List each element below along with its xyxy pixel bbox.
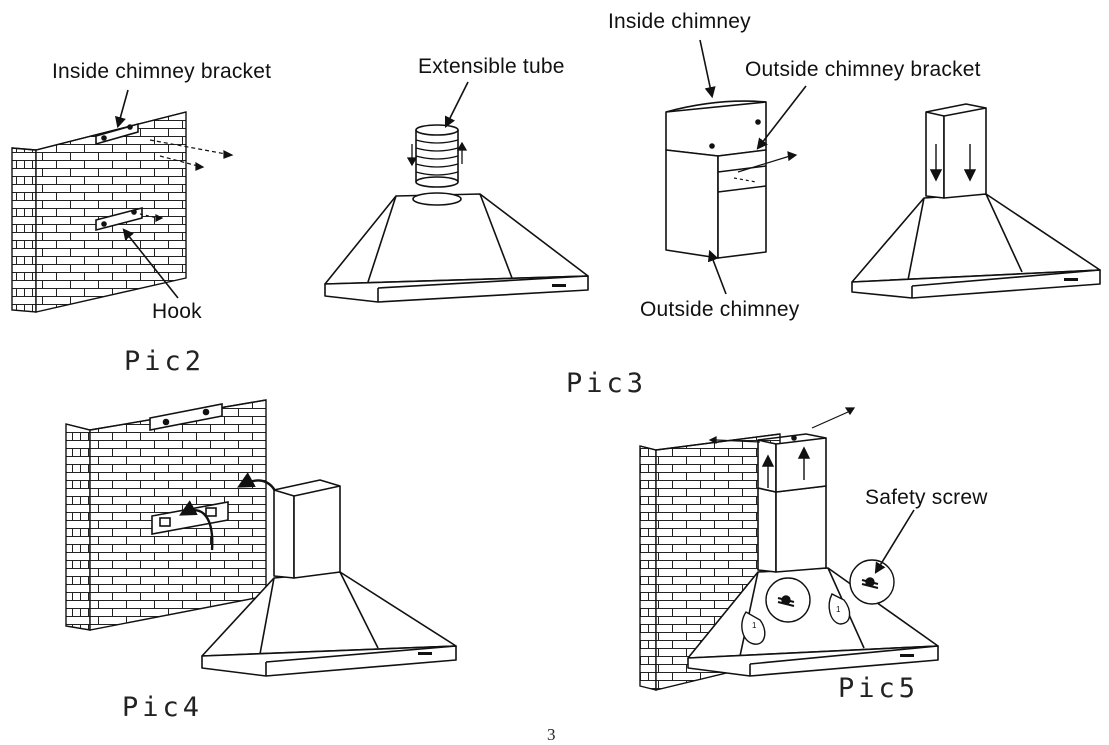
pic2-screws [139, 139, 234, 222]
label-outside-chimney-bracket: Outside chimney bracket [745, 58, 981, 81]
pic3-assembled-hood [851, 103, 1101, 299]
label-outside-chimney: Outside chimney [640, 298, 800, 321]
pic2-leaders [115, 89, 179, 299]
svg-text:1: 1 [836, 605, 841, 614]
pic3-tube-arrows [406, 141, 468, 167]
pic2-inside-chimney-bracket [95, 122, 139, 146]
pic4-hood [201, 479, 457, 677]
caption-pic3: Pic3 [566, 368, 648, 399]
pic3-down-arrows [929, 144, 977, 182]
pic3-bracket-screws [733, 151, 798, 183]
label-inside-chimney-bracket: Inside chimney bracket [52, 60, 272, 83]
caption-pic4: Pic4 [122, 692, 204, 723]
pic4-brackets [149, 403, 229, 535]
pic2-hook-bracket [95, 206, 143, 232]
label-safety-screw: Safety screw [865, 486, 988, 509]
label-extensible-tube: Extensible tube [418, 55, 565, 78]
safety-screw-leader [874, 509, 915, 574]
label-inside-chimney: Inside chimney [608, 10, 751, 33]
pic3-chimney-parts [665, 100, 767, 259]
label-hook: Hook [152, 300, 202, 323]
pic5-safety-screw-details: 1 1 [741, 559, 895, 645]
caption-pic5: Pic5 [838, 673, 920, 704]
pic3-leaders [699, 39, 807, 295]
tube-leader [444, 81, 469, 129]
pic5-up-arrows [761, 446, 811, 488]
page-number: 3 [547, 725, 556, 744]
caption-pic2: Pic2 [124, 346, 206, 377]
pic3-hood-with-tube [324, 124, 589, 303]
pic5-top-screws [708, 407, 856, 444]
svg-text:1: 1 [752, 621, 757, 630]
